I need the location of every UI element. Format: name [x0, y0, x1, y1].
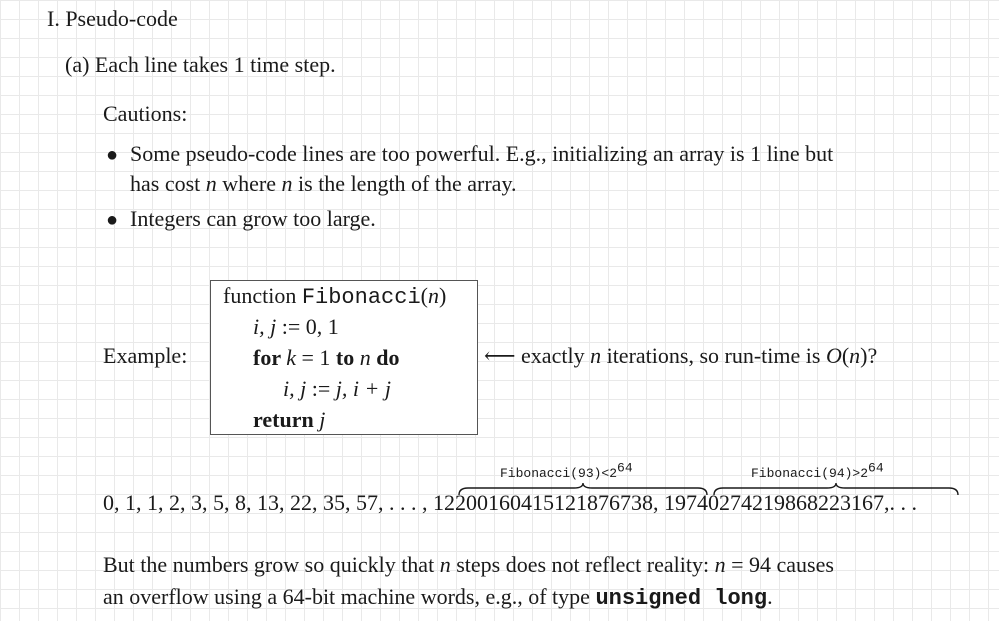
- exponent: 64: [617, 460, 633, 476]
- para-text-a: But the numbers grow so quickly that: [103, 552, 440, 577]
- code-line-update: i, j := j, i + j: [283, 376, 391, 402]
- fibonacci-sequence: 0, 1, 1, 2, 3, 5, 8, 13, 22, 35, 57, . .…: [103, 490, 917, 516]
- code-assign: :=: [306, 376, 336, 401]
- var-n: n: [439, 552, 451, 577]
- paragraph-line-2: an overflow using a 64-bit machine words…: [103, 584, 773, 611]
- code-var-n: n: [359, 345, 371, 370]
- bullet-1-text-c: is the length of the array.: [292, 171, 517, 196]
- para-text-d: an overflow using a 64-bit machine words…: [103, 584, 596, 609]
- code-for-start: = 1: [295, 345, 336, 370]
- code-type-unsigned-long: unsigned long: [595, 586, 768, 611]
- var-n: n: [714, 552, 726, 577]
- var-n: n: [281, 171, 293, 196]
- sequence-comma: ,: [653, 490, 664, 515]
- para-text-b: steps does not reflect reality:: [450, 552, 715, 577]
- brace-label-text: Fibonacci(94)>2: [751, 466, 869, 481]
- runtime-annotation: ⟵ exactly n iterations, so run-time is O…: [484, 343, 877, 369]
- cautions-label: Cautions:: [103, 101, 188, 126]
- exponent: 64: [868, 460, 884, 476]
- bullet-1-line-2: has cost n where n is the length of the …: [130, 171, 517, 197]
- code-rhs: j, i + j: [335, 376, 391, 401]
- code-line-return: return j: [253, 407, 325, 433]
- code-arg-n: n: [427, 283, 439, 308]
- code-line-init: i, j := 0, 1: [253, 314, 339, 340]
- para-period: .: [767, 584, 773, 609]
- sequence-suffix: ,. . .: [884, 490, 917, 515]
- code-function-name: Fibonacci: [301, 285, 421, 310]
- code-vars: i, j: [283, 376, 307, 401]
- pseudo-code-box: function Fibonacci(n) i, j := 0, 1 for k…: [210, 280, 478, 435]
- bullet-1-text-b: where: [216, 171, 282, 196]
- sequence-prefix: 0, 1, 1, 2, 3, 5, 8, 13, 22, 35, 57, . .…: [103, 490, 433, 515]
- code-keyword-for: for: [253, 345, 287, 370]
- bullet-1-line-1: Some pseudo-code lines are too powerful.…: [130, 141, 834, 166]
- code-var-k: k: [286, 345, 296, 370]
- paragraph-line-1: But the numbers grow so quickly that n s…: [103, 552, 834, 578]
- example-label: Example:: [103, 343, 188, 368]
- overbrace-fib93-icon: [458, 482, 708, 496]
- annotation-text-a: exactly: [515, 343, 591, 368]
- code-var-j: j: [319, 407, 326, 432]
- paren-question: )?: [860, 343, 878, 368]
- overbrace-fib94-icon: [713, 482, 959, 496]
- brace-label-fib93: Fibonacci(93)<264: [500, 462, 633, 481]
- bullet-item-1: ● Some pseudo-code lines are too powerful…: [106, 141, 833, 167]
- bullet-2-line-1: Integers can grow too large.: [130, 206, 376, 231]
- big-o: O: [825, 343, 842, 368]
- code-vars: i, j: [253, 314, 277, 339]
- bullet-icon: ●: [106, 144, 119, 166]
- code-keyword-do: do: [370, 345, 400, 370]
- brace-label-text: Fibonacci(93)<2: [500, 466, 618, 481]
- var-n: n: [849, 343, 861, 368]
- bullet-item-2: ● Integers can grow too large.: [106, 206, 376, 232]
- fib-94-value: 19740274219868223167: [664, 490, 884, 515]
- code-line-for: for k = 1 to n do: [253, 345, 399, 371]
- code-init-values: := 0, 1: [276, 314, 339, 339]
- code-paren: ): [438, 283, 447, 308]
- code-keyword-return: return: [253, 407, 320, 432]
- code-keyword-function: function: [223, 283, 302, 308]
- left-arrow-icon: ⟵: [484, 343, 516, 368]
- code-keyword-to: to: [335, 345, 360, 370]
- fib-93-value: 12200160415121876738: [433, 490, 653, 515]
- part-a-text: (a) Each line takes 1 time step.: [65, 52, 336, 77]
- section-heading: I. Pseudo-code: [47, 6, 178, 31]
- paren: (: [841, 343, 850, 368]
- var-n: n: [205, 171, 217, 196]
- code-paren: (: [420, 283, 428, 308]
- var-n: n: [590, 343, 602, 368]
- bullet-icon: ●: [106, 209, 119, 231]
- code-line-function: function Fibonacci(n): [223, 283, 446, 310]
- annotation-text-b: iterations, so run-time is: [601, 343, 826, 368]
- brace-label-fib94: Fibonacci(94)>264: [751, 462, 884, 481]
- bullet-1-text-a: has cost: [130, 171, 206, 196]
- para-text-c: = 94 causes: [725, 552, 834, 577]
